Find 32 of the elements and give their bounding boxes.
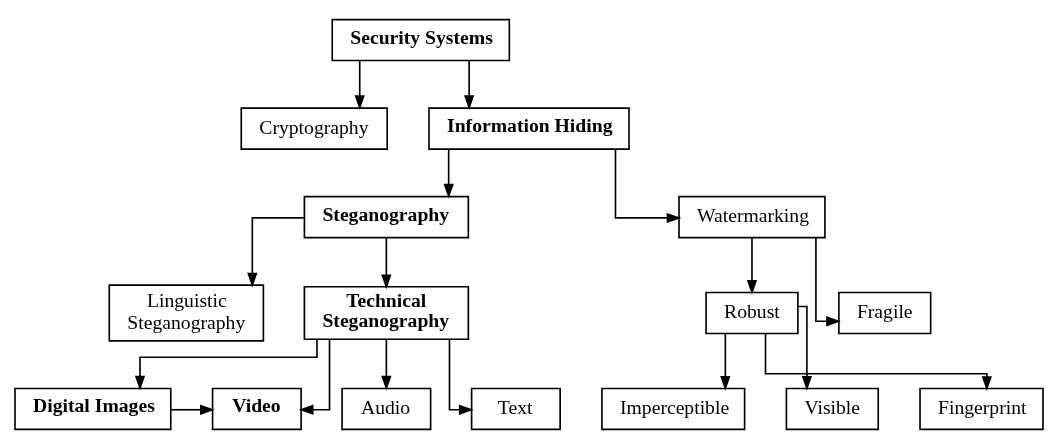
arrow [797,305,813,391]
arrow [815,236,841,326]
node-box: Digital Images [14,387,172,430]
node-box: Linguistic Steganography [108,283,265,342]
node-box: Technical Steganography [303,285,470,340]
node-box: Robust [705,291,799,334]
arrow [443,147,454,199]
node-box: Fragile [838,291,932,334]
arrow [170,404,215,415]
node-box: Audio [341,387,432,430]
node-box: Watermarking [678,195,826,238]
arrow [298,338,331,415]
arrow [381,236,392,289]
arrow [720,332,731,391]
node-box: Text [470,387,561,430]
arrow [448,338,474,415]
arrow [764,332,992,391]
node-box: Video [211,387,302,430]
arrow [614,148,682,223]
arrow [464,59,475,110]
arrow [381,338,392,391]
arrow [247,216,305,287]
arrow [134,338,318,390]
node-box: Imperceptible [601,387,746,430]
node-box: Security Systems [331,18,511,61]
arrow [354,59,365,110]
node-box: Cryptography [240,106,388,150]
node-box: Information Hiding [428,106,630,150]
node-box: Steganography [303,195,470,238]
node-box: Fingerprint [919,387,1044,430]
arrow [746,236,758,295]
node-box: Visible [785,387,880,430]
